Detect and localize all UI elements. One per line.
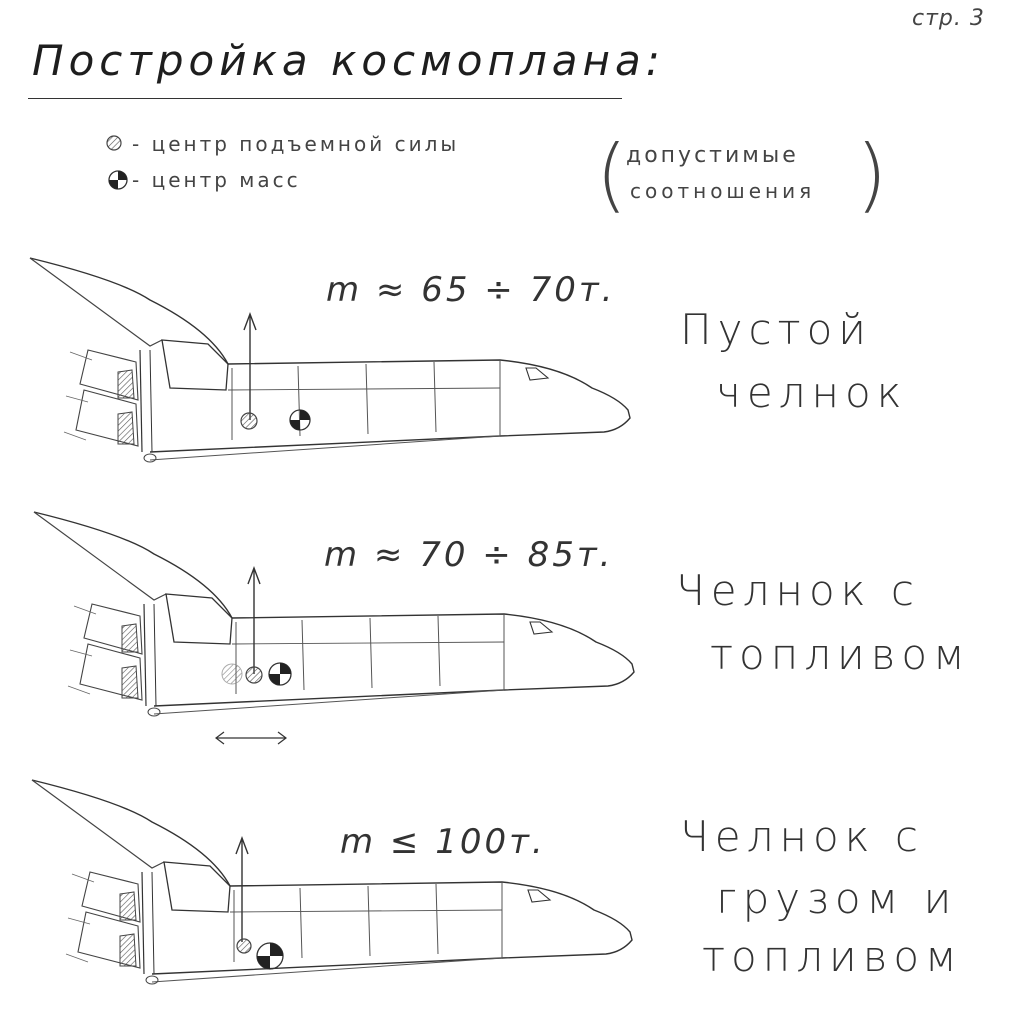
- caption-cargo-line-1: Челнок с: [680, 812, 925, 861]
- caption-cargo-line-3: топливом: [702, 932, 963, 981]
- shuttle-cargo: [31, 779, 633, 985]
- mass-label-empty: m ≈ 65 ÷ 70т.: [326, 270, 616, 310]
- note-close-paren: ): [856, 128, 888, 221]
- note-line-1: допустимые: [626, 143, 799, 168]
- shuttle-empty: [29, 257, 631, 463]
- note-open-paren: (: [596, 128, 628, 221]
- page-title: Постройка космоплана:: [32, 36, 665, 85]
- page-number: стр. 3: [912, 6, 985, 31]
- legend-mass-label: - центр масс: [132, 168, 301, 192]
- title-underline: [28, 98, 622, 99]
- mass-center-legend-icon: [108, 170, 128, 190]
- caption-cargo-line-2: грузом и: [716, 874, 958, 923]
- lift-center-legend-icon: [106, 135, 122, 151]
- mass-label-cargo: m ≤ 100т.: [340, 822, 546, 862]
- shuttle-fuel: [33, 511, 635, 745]
- lift-center-marker: [245, 666, 263, 684]
- caption-empty-line-2: челнок: [716, 368, 908, 417]
- mass-label-fuel: m ≈ 70 ÷ 85т.: [324, 535, 614, 575]
- mass-center-marker: [256, 942, 284, 970]
- note-line-2: соотношения: [630, 179, 816, 203]
- mass-center-marker: [289, 409, 311, 431]
- mass-center-marker: [268, 662, 292, 686]
- lift-center-marker: [240, 412, 258, 430]
- caption-fuel-line-1: Челнок с: [676, 566, 921, 615]
- legend-lift-label: - центр подъемной силы: [132, 132, 460, 156]
- lift-center-marker: [236, 938, 252, 954]
- caption-empty-line-1: Пустой: [680, 305, 872, 354]
- shift-range-arrow: [215, 731, 287, 745]
- caption-fuel-line-2: топливом: [710, 630, 971, 679]
